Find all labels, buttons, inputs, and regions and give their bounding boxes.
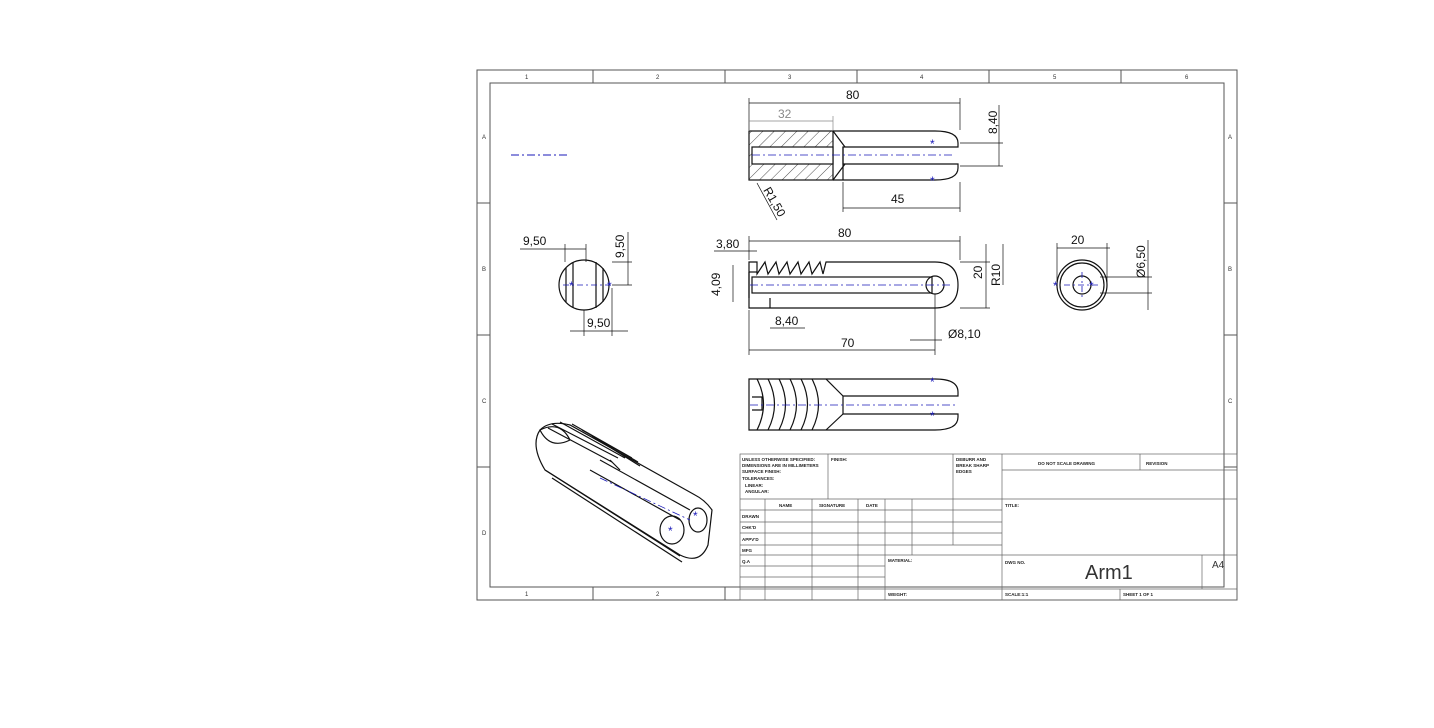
zone-top-2: 2 <box>656 75 660 81</box>
dim-front-radius: R10 <box>989 264 1003 286</box>
note-line-2: DIMENSIONS ARE IN MILLIMETERS <box>742 463 819 468</box>
column-signature: SIGNATURE <box>819 503 845 508</box>
scale-label: SCALE:1:1 <box>1005 592 1029 597</box>
do-not-scale-label: DO NOT SCALE DRAWING <box>1038 461 1095 466</box>
dim-front-height-left: 4,09 <box>709 272 723 296</box>
title-block-text: UNLESS OTHERWISE SPECIFIED: DIMENSIONS A… <box>742 457 1225 597</box>
dim-left-bottom: 9,50 <box>587 316 611 330</box>
sheet-count: SHEET 1 OF 1 <box>1123 592 1154 597</box>
dim-front-step: 8,40 <box>775 314 799 328</box>
top-section-view: * * <box>748 130 959 188</box>
title-label: TITLE: <box>1005 503 1019 508</box>
svg-text:*: * <box>607 279 612 293</box>
row-approved: APPV'D <box>742 537 759 542</box>
dim-front-slot: 70 <box>841 336 855 350</box>
dwg-no-label: DWG NO. <box>1005 560 1025 565</box>
zone-top-5: 5 <box>1053 75 1057 81</box>
dim-top-slot: 45 <box>891 192 905 206</box>
zone-side-c-right: C <box>1228 399 1233 405</box>
dim-right-hole: Ø6,50 <box>1134 245 1148 278</box>
left-view: * * <box>558 259 612 311</box>
front-view <box>748 260 959 309</box>
zone-labels: 1 2 3 4 5 6 1 2 A B C D A B C <box>482 75 1233 598</box>
left-dimensions <box>520 232 632 336</box>
dim-right-width: 20 <box>1071 233 1085 247</box>
zone-bottom-2: 2 <box>656 592 660 598</box>
svg-text:*: * <box>930 137 935 151</box>
note-line-5: LINEAR: <box>745 483 764 488</box>
svg-text:*: * <box>569 279 574 293</box>
row-drawn: DRAWN <box>742 514 759 519</box>
zone-bottom-1: 1 <box>525 592 529 598</box>
right-view: * * <box>1053 259 1108 311</box>
sheet-size: A4 <box>1212 560 1225 571</box>
row-qa: Q.A <box>742 559 751 564</box>
weight-label: WEIGHT: <box>888 592 907 597</box>
note-line-6: ANGULAR: <box>745 489 769 494</box>
svg-text:*: * <box>668 524 673 538</box>
sheet-frame <box>476 69 1238 601</box>
svg-text:*: * <box>930 409 935 423</box>
column-date: DATE <box>866 503 878 508</box>
title-block <box>739 453 1238 601</box>
zone-side-b: B <box>482 267 486 273</box>
row-mfg: MFG <box>742 548 752 553</box>
svg-text:*: * <box>930 174 935 188</box>
column-name: NAME <box>779 503 792 508</box>
finish-label: FINISH: <box>831 457 848 462</box>
zone-side-d: D <box>482 531 487 537</box>
note-line-1: UNLESS OTHERWISE SPECIFIED: <box>742 457 816 462</box>
deburr-line-2: BREAK SHARP <box>956 463 989 468</box>
zone-side-a-right: A <box>1228 135 1232 141</box>
dim-left-width: 9,50 <box>523 234 547 248</box>
dim-top-length: 80 <box>846 88 860 102</box>
deburr-line-3: EDGES <box>956 469 972 474</box>
svg-text:*: * <box>693 509 698 523</box>
revision-label: REVISION <box>1146 461 1168 466</box>
bottom-view: * * <box>748 375 959 431</box>
note-line-3: SURFACE FINISH: <box>742 469 782 474</box>
material-label: MATERIAL: <box>888 558 913 563</box>
deburr-line-1: DEBURR AND <box>956 457 987 462</box>
zone-top-1: 1 <box>525 75 529 81</box>
zone-top-6: 6 <box>1185 75 1189 81</box>
isometric-view: * * <box>535 421 713 563</box>
zone-side-c: C <box>482 399 487 405</box>
front-dimensions <box>714 236 1004 355</box>
dim-front-offset: 3,80 <box>716 237 740 251</box>
svg-text:*: * <box>1053 279 1058 293</box>
dim-front-hole: Ø8,10 <box>948 327 981 341</box>
row-checked: CHK'D <box>742 525 757 530</box>
right-dimensions <box>1056 240 1152 310</box>
dim-top-radius: R1,50 <box>760 185 788 220</box>
zone-top-4: 4 <box>920 75 924 81</box>
dim-top-height: 8,40 <box>986 110 1000 134</box>
top-dimensions <box>748 98 1003 221</box>
note-line-4: TOLERANCES: <box>742 476 775 481</box>
dim-left-height: 9,50 <box>613 234 627 258</box>
zone-side-a: A <box>482 135 486 141</box>
svg-text:*: * <box>1089 279 1094 293</box>
svg-text:*: * <box>930 375 935 389</box>
dim-front-height: 20 <box>971 265 985 279</box>
dim-top-section: 32 <box>778 107 792 121</box>
drawing-number: Arm1 <box>1085 562 1133 584</box>
zone-top-3: 3 <box>788 75 792 81</box>
zone-side-b-right: B <box>1228 267 1232 273</box>
dim-front-length: 80 <box>838 226 852 240</box>
